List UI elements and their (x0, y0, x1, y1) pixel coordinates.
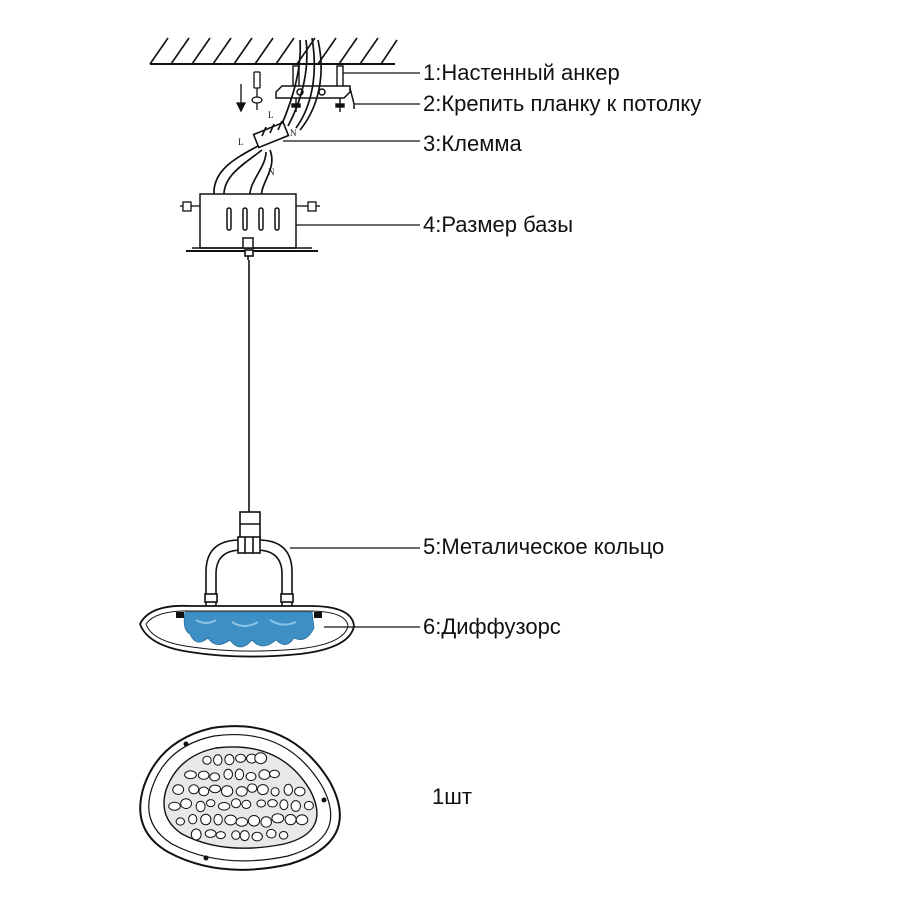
leader-lines (283, 72, 420, 628)
label-mounting-plate: 2:Крепить планку к потолку (423, 91, 702, 116)
pebble-texture (231, 830, 241, 840)
label-diffuser: 6:Диффузорс (423, 614, 561, 639)
pebble-texture (215, 831, 226, 840)
pebble-texture (267, 799, 278, 808)
quantity-label: 1шт (432, 784, 472, 809)
pebble-texture (303, 800, 314, 811)
side-screw-icon (180, 201, 320, 212)
pebble-texture (188, 814, 198, 825)
pebble-texture (295, 814, 309, 826)
supply-wires (281, 37, 322, 131)
pebble-texture (247, 783, 258, 793)
label-base-size: 4:Размер базы (423, 212, 574, 237)
canopy-base (186, 193, 318, 252)
pebble-texture (257, 784, 269, 796)
pebble-texture (168, 801, 181, 811)
pebble-texture (172, 784, 185, 795)
live-wire-mark: L (238, 137, 244, 147)
pebble-texture (256, 799, 267, 808)
pebble-texture (283, 783, 293, 796)
pebble-texture (278, 831, 289, 840)
pebble-texture (224, 814, 237, 826)
pebble-texture (260, 816, 273, 828)
suspension-cable (244, 249, 254, 512)
pebble-texture (234, 768, 245, 781)
pebble-texture (270, 787, 280, 797)
pebble-texture (220, 785, 234, 797)
pebble-texture (235, 786, 248, 797)
pebble-texture (204, 829, 217, 838)
pebble-texture (247, 815, 261, 827)
pebble-texture (266, 828, 277, 839)
pebble-texture (290, 800, 301, 812)
pebble-texture (279, 799, 289, 811)
pebble-texture (184, 770, 197, 780)
pebble-texture (241, 799, 252, 810)
pebble-texture (239, 830, 250, 842)
pebble-texture (209, 784, 222, 794)
pebble-texture (202, 755, 212, 765)
label-wall-anchor: 1:Настенный анкер (423, 60, 620, 85)
ceiling (149, 37, 398, 65)
pebble-texture (200, 813, 212, 826)
neutral-wire-mark-bottom: N (268, 167, 275, 177)
pebble-texture (251, 831, 263, 842)
pebble-texture (217, 802, 231, 811)
pebble-texture (188, 784, 200, 795)
neutral-wire-mark: N (290, 128, 297, 138)
pebble-texture (271, 813, 285, 824)
pebble-texture (223, 768, 233, 780)
pebble-texture (197, 770, 210, 780)
diffuser (139, 604, 355, 658)
terminal-block (252, 120, 290, 149)
pebble-texture (254, 752, 268, 765)
label-metal-ring: 5:Металическое кольцо (423, 534, 665, 559)
pebble-texture (294, 786, 306, 797)
pebble-texture (206, 799, 216, 808)
pebble-texture (213, 813, 223, 826)
crystal-fill (183, 611, 315, 648)
pebble-texture (209, 772, 221, 782)
pebble-texture (235, 753, 247, 763)
shade-top-view (139, 725, 341, 871)
lamp-wires (213, 145, 273, 201)
pebble-texture (269, 769, 280, 779)
pebble-texture (190, 828, 202, 841)
label-terminal: 3:Клемма (423, 131, 522, 156)
pebble-texture (284, 814, 297, 826)
pebble-texture (258, 769, 271, 780)
screw-icon (235, 71, 263, 113)
pebble-texture (235, 817, 249, 827)
pebble-texture (245, 772, 257, 781)
pebble-texture (195, 800, 206, 813)
pebble-texture (180, 798, 193, 809)
metal-ring (204, 511, 294, 612)
pebble-texture (230, 798, 242, 809)
pebble-texture (224, 754, 235, 766)
live-wire-mark-top: L (268, 110, 274, 120)
pebble-texture (198, 786, 210, 797)
pebble-texture (175, 817, 186, 826)
pebble-texture (213, 754, 223, 766)
